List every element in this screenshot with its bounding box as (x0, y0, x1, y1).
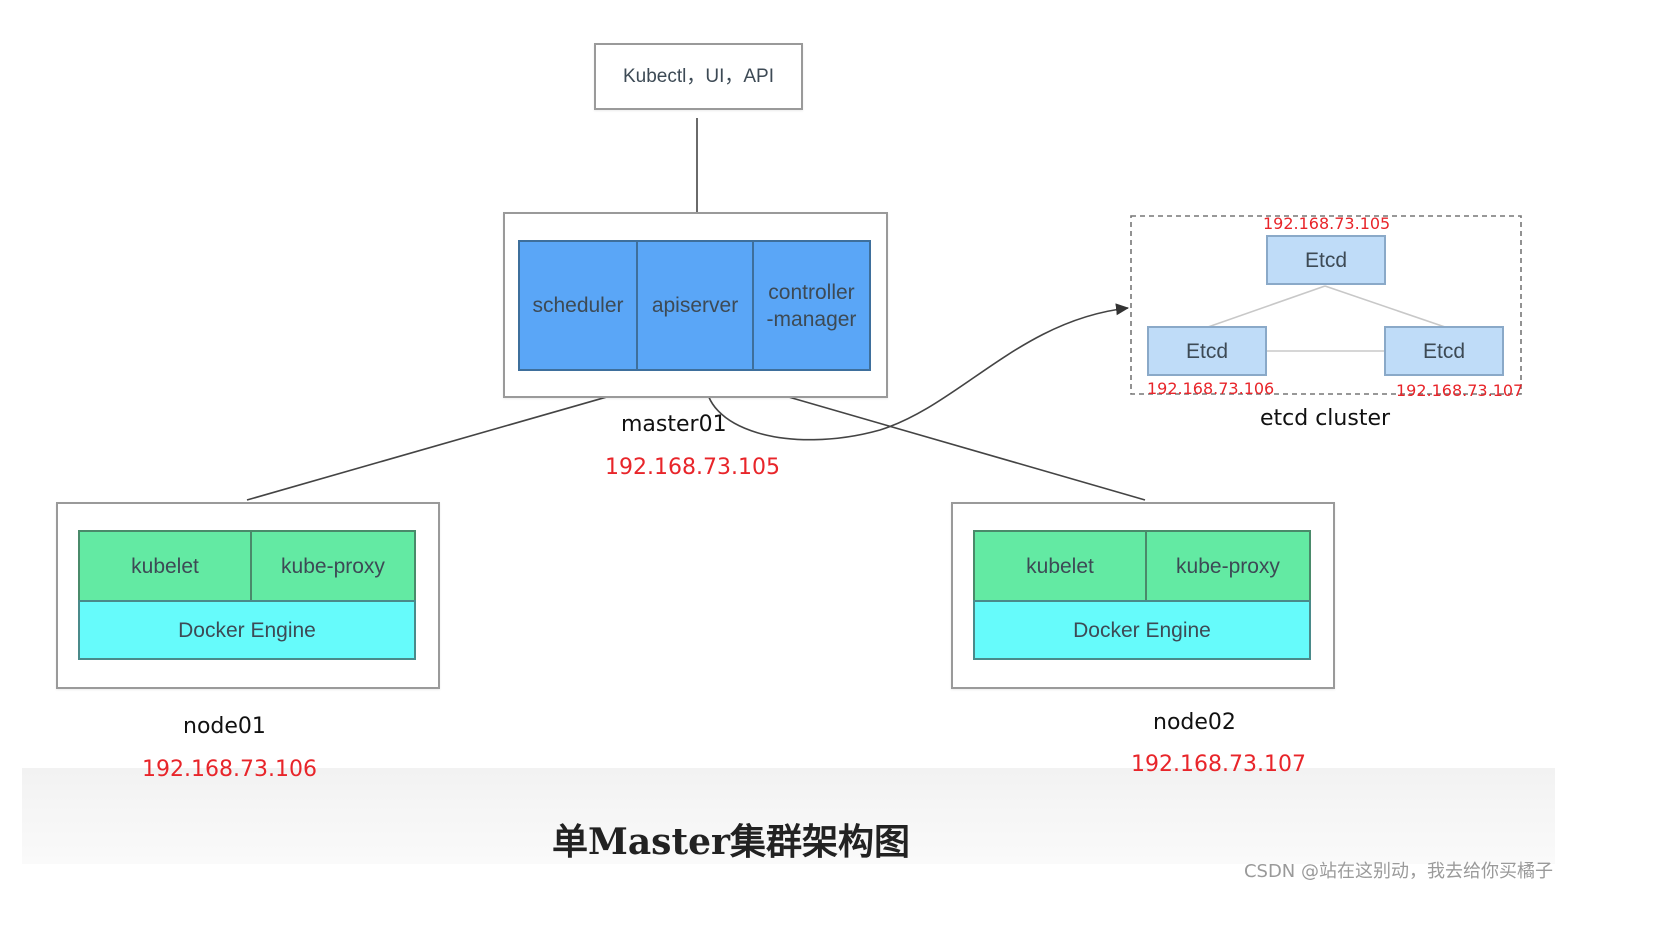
etcd-link-top-left (1207, 285, 1326, 328)
etcd-right-ip: 192.168.73.107 (1396, 381, 1524, 400)
node01-kube-proxy-label: kube-proxy (281, 554, 385, 578)
master-ip: 192.168.73.105 (605, 455, 780, 480)
apiserver-label: apiserver (651, 294, 739, 317)
node02-kubelet-box: kubelet (973, 530, 1147, 602)
etcd-cluster-frame (1130, 215, 1522, 395)
node02-docker-engine-label: Docker Engine (1073, 618, 1211, 642)
etcd-left-label: Etcd (1185, 339, 1229, 363)
etcd-right-box: Etcd (1384, 326, 1504, 376)
caption-band (22, 768, 1555, 864)
node01-docker-engine-label: Docker Engine (178, 618, 316, 642)
etcd-right-label: Etcd (1422, 339, 1466, 363)
node02-kubelet-label: kubelet (1026, 554, 1094, 578)
node02-kube-proxy-label: kube-proxy (1176, 554, 1280, 578)
etcd-link-top-right (1324, 285, 1446, 328)
csdn-watermark: CSDN @站在这别动，我去给你买橘子 (1243, 861, 1553, 882)
etcd-top-box: Etcd (1266, 235, 1386, 285)
master-name: master01 (621, 412, 727, 437)
node02-ip: 192.168.73.107 (1131, 752, 1306, 777)
node01-ip: 192.168.73.106 (142, 757, 317, 782)
node02-name: node02 (1153, 710, 1236, 735)
client-label: Kubectl，UI，API (623, 66, 774, 87)
controller-manager-box: controller -manager (752, 240, 871, 371)
node01-kube-proxy-box: kube-proxy (250, 530, 416, 602)
etcd-top-label: Etcd (1304, 248, 1348, 272)
node01-kubelet-box: kubelet (78, 530, 252, 602)
node01-kubelet-label: kubelet (131, 554, 199, 578)
apiserver-to-etcd-arrow (705, 303, 1129, 441)
client-box: Kubectl，UI，API (594, 43, 803, 110)
node01-docker-engine-box: Docker Engine (78, 600, 416, 660)
scheduler-box: scheduler (518, 240, 638, 371)
controller-manager-label: controller -manager (766, 280, 857, 331)
node02-docker-engine-box: Docker Engine (973, 600, 1311, 660)
etcd-left-box: Etcd (1147, 326, 1267, 376)
etcd-cluster-label: etcd cluster (1260, 406, 1391, 431)
etcd-left-ip: 192.168.73.106 (1147, 379, 1275, 398)
diagram-caption: 单Master集群架构图 (552, 821, 910, 863)
apiserver-box: apiserver (636, 240, 754, 371)
node02-kube-proxy-box: kube-proxy (1145, 530, 1311, 602)
scheduler-label: scheduler (532, 294, 624, 317)
node01-name: node01 (183, 714, 266, 739)
etcd-top-ip: 192.168.73.105 (1263, 214, 1391, 233)
